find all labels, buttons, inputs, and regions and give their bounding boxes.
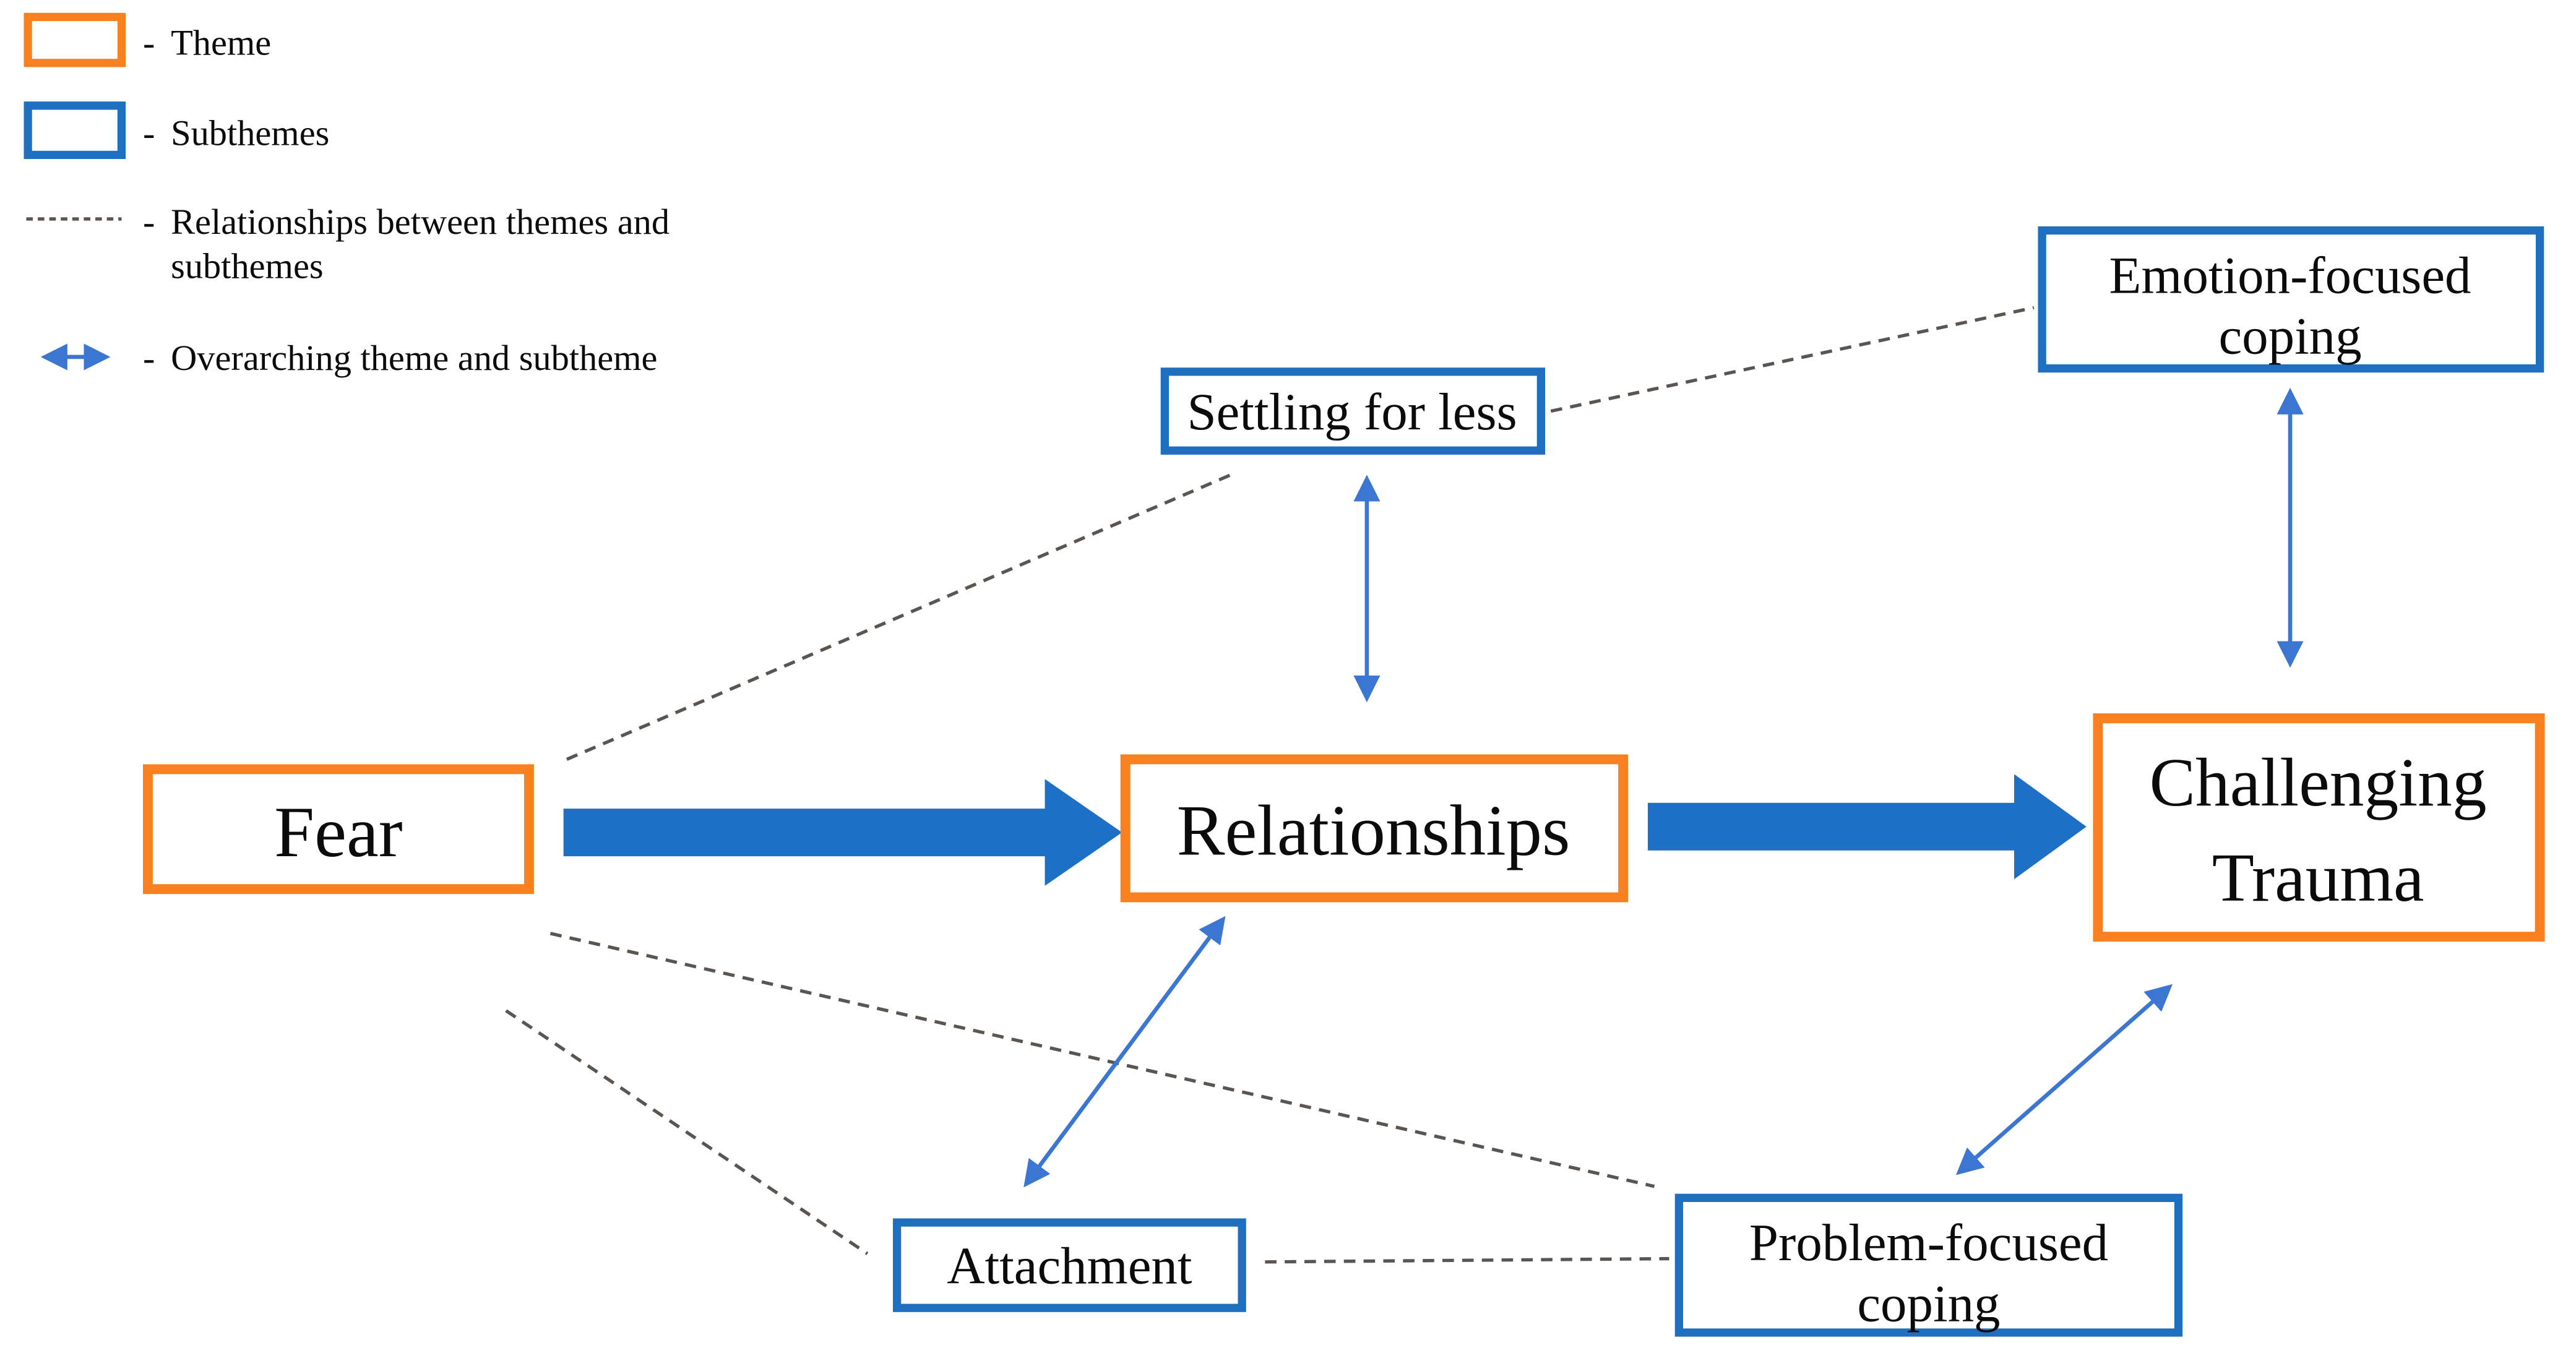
- edge-challenging-problem-double-arrow: [1955, 984, 2173, 1175]
- subtheme-swatch-icon: [24, 101, 126, 160]
- node-relationships-box: [1120, 754, 1629, 903]
- edge-fear-relationships-thick-arrow: [563, 779, 1122, 886]
- node-problem-focused-coping: Problem-focused coping: [1674, 1193, 2183, 1337]
- edge-relationships-attachment-double-arrow: [1023, 916, 1226, 1188]
- node-problem-focused-coping-label-line1: Problem-focused: [1749, 1214, 2108, 1272]
- node-emotion-focused-coping-label-line2: coping: [2218, 307, 2361, 366]
- node-attachment-box: [892, 1218, 1246, 1312]
- node-fear-box: [142, 764, 534, 895]
- node-emotion-focused-coping: Emotion-focused coping: [2038, 226, 2544, 373]
- edge-relationships-challenging-thick-arrow: [1647, 774, 2087, 880]
- node-emotion-focused-coping-box: [2038, 226, 2544, 373]
- legend-separator: -: [143, 22, 155, 62]
- node-fear-label: Fear: [274, 792, 403, 872]
- node-settling-for-less-label: Settling for less: [1187, 383, 1517, 441]
- legend-item-overarching-arrow: - Overarching theme and subtheme: [40, 338, 657, 378]
- edge-fear-problem-dashed: [549, 932, 1655, 1188]
- node-settling-for-less: Settling for less: [1160, 367, 1546, 455]
- overarching-arrows: [1023, 387, 2304, 1188]
- edge-settling-emotion-dashed: [1550, 306, 2035, 413]
- node-settling-for-less-box: [1160, 367, 1546, 455]
- node-problem-focused-coping-label-line2: coping: [1857, 1274, 2000, 1333]
- node-fear: Fear: [142, 764, 534, 895]
- node-relationships-label: Relationships: [1177, 791, 1570, 870]
- edge-attachment-problem-dashed: [1265, 1256, 1669, 1264]
- legend-item-theme: - Theme: [24, 12, 271, 67]
- legend-label-subthemes: Subthemes: [171, 113, 329, 153]
- legend: - Theme - Subthemes - Relationships betw…: [24, 12, 670, 378]
- edge-fear-attachment-dashed: [505, 1009, 869, 1255]
- theme-swatch-icon: [24, 12, 126, 67]
- node-challenging-trauma-label-line2: Trauma: [2212, 840, 2424, 916]
- legend-label-dashed-line1: Relationships between themes and: [171, 202, 670, 242]
- legend-separator: -: [143, 338, 155, 378]
- legend-item-subthemes: - Subthemes: [24, 101, 329, 160]
- legend-label-overarching: Overarching theme and subtheme: [171, 338, 657, 378]
- node-attachment-label: Attachment: [947, 1237, 1192, 1295]
- legend-label-dashed-line2: subthemes: [171, 246, 324, 286]
- node-attachment: Attachment: [892, 1218, 1246, 1312]
- dashed-relationships: [505, 306, 2035, 1264]
- node-challenging-trauma-label-line1: Challenging: [2150, 745, 2487, 821]
- legend-separator: -: [143, 113, 155, 153]
- node-challenging-trauma: Challenging Trauma: [2093, 713, 2545, 942]
- legend-item-dashed-relationship: - Relationships between themes and subth…: [26, 202, 670, 286]
- edge-fear-settling-dashed: [566, 472, 1234, 761]
- node-emotion-focused-coping-label-line1: Emotion-focused: [2109, 246, 2471, 304]
- node-problem-focused-coping-box: [1674, 1193, 2183, 1337]
- node-relationships: Relationships: [1120, 754, 1629, 903]
- legend-separator: -: [143, 202, 155, 242]
- legend-label-theme: Theme: [171, 22, 271, 62]
- node-challenging-trauma-box: [2093, 713, 2545, 942]
